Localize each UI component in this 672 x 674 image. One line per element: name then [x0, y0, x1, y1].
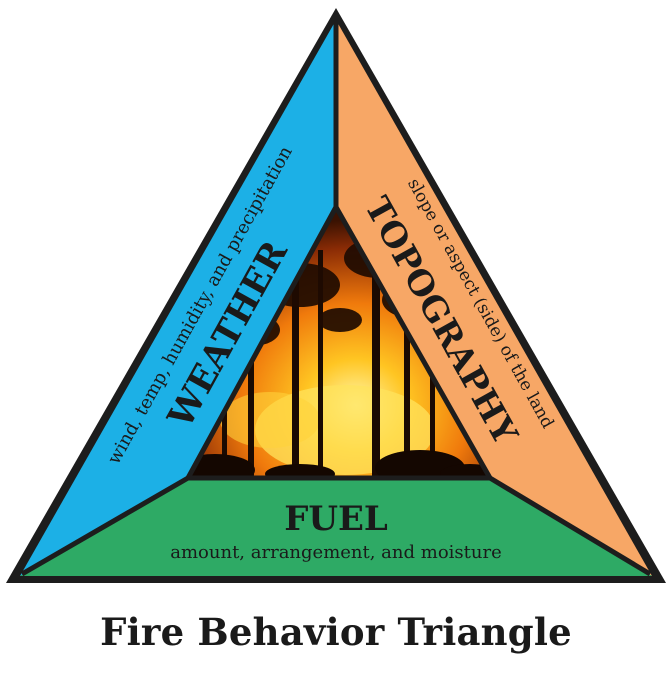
- divider-topography-fuel: [488, 475, 652, 577]
- weather-section: [20, 20, 336, 576]
- inner-triangle-border: [185, 204, 493, 481]
- topography-section: [336, 20, 652, 576]
- fuel-section: [20, 478, 652, 576]
- fuel-title: FUEL: [284, 499, 388, 539]
- diagram-caption: Fire Behavior Triangle: [100, 610, 572, 654]
- fuel-subtitle: amount, arrangement, and moisture: [170, 542, 501, 563]
- divider-weather-fuel: [20, 475, 190, 577]
